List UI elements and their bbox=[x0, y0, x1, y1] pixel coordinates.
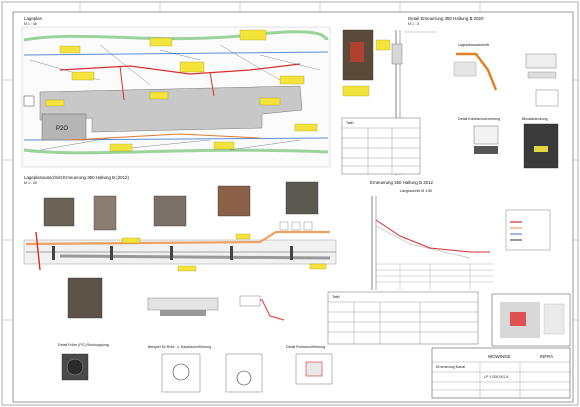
detail-top-right: Detail Erneuerung 350 Haltung B 2020 M 1… bbox=[341, 16, 559, 175]
site-plan-block-label: P2O bbox=[56, 126, 68, 132]
site-plan-scale: M 1 : 50 bbox=[24, 22, 37, 26]
profile-table-header: Tafel bbox=[332, 295, 340, 299]
bottom-detail-2-title: Beispiel für Rohr- u. Kanaldurchführung bbox=[148, 345, 211, 349]
detail-right-label-1: Lageplanausschnitt bbox=[458, 43, 489, 47]
site-plan-detail: Lageplanausschnitt Erneuerung 350 Haltun… bbox=[23, 175, 337, 321]
title-block: WOWINGE INFRA Erneuerung Kanal LP 1 000 … bbox=[431, 347, 571, 399]
detail-right-label-2: Detail Kabelschutzrohrung bbox=[458, 117, 500, 121]
site-plan-detail-scale: M 1 : 50 bbox=[24, 181, 37, 185]
profile-subtitle: Längsschnitt M 1:50 bbox=[400, 189, 432, 193]
detail-top-subtitle: M 1 : 5 bbox=[408, 22, 419, 26]
bottom-detail-1-title: Detail Fuller (PC) Rohrkupplung bbox=[58, 343, 109, 347]
site-plan-title: Lageplan bbox=[24, 16, 43, 21]
detail-top-title: Detail Erneuerung 350 Haltung B 2020 bbox=[408, 16, 484, 21]
bottom-detail-3-title: Detail Rohrdurchführung bbox=[286, 345, 325, 349]
profile-title: Erneuerung 350 Haltung B 2012 bbox=[370, 180, 434, 185]
site-plan-top: Lageplan M 1 : 50 P2O bbox=[21, 16, 331, 168]
title-block-drawing-number: LP 1 000 001 A bbox=[484, 375, 509, 379]
key-map bbox=[491, 293, 571, 347]
longitudinal-profile: Erneuerung 350 Haltung B 2012 Längsschni… bbox=[327, 180, 551, 345]
detail-table-header: Tafel bbox=[346, 121, 354, 125]
detail-right-label-3: Blindabdeckung bbox=[522, 117, 548, 121]
site-plan-detail-title: Lageplanausschnitt Erneuerung 350 Haltun… bbox=[24, 175, 129, 180]
title-block-logo: INFRA bbox=[540, 354, 553, 359]
title-block-project: Erneuerung Kanal bbox=[436, 365, 465, 369]
bottom-details: Detail Fuller (PC) Rohrkupplung Beispiel… bbox=[58, 343, 333, 393]
title-block-brand: WOWINGE bbox=[488, 354, 511, 359]
frame-ticks bbox=[2, 2, 578, 321]
